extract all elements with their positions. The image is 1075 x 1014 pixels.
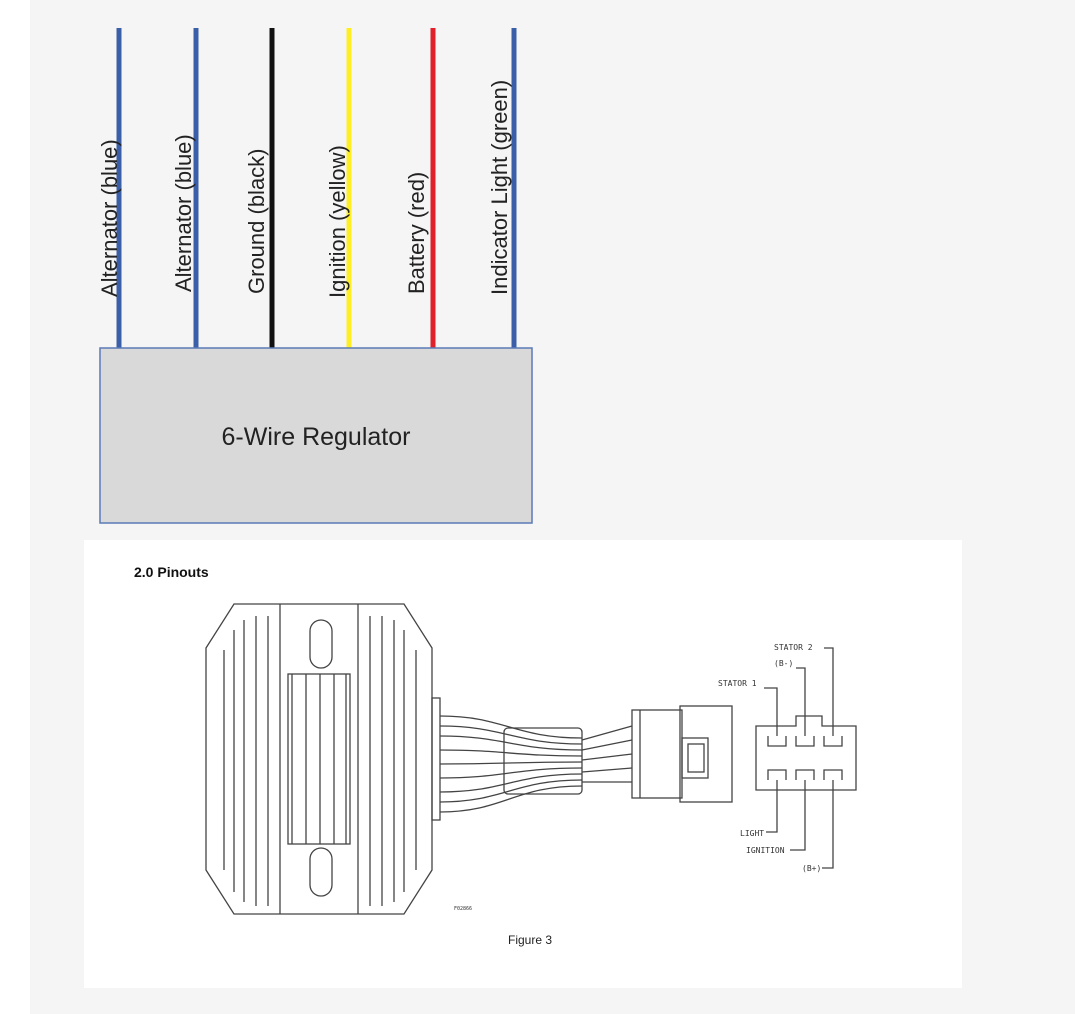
regulator-box <box>99 347 533 524</box>
b-minus-label: (B-) <box>774 659 793 668</box>
regulator-outline <box>205 603 433 915</box>
heatsink-fins <box>223 604 417 914</box>
wire-label-6: Indicator Light (green) <box>487 80 512 295</box>
wire-labels-group: Alternator (blue) Alternator (blue) Ground… <box>97 80 512 298</box>
regulator-drawing <box>205 603 441 915</box>
socket-face <box>755 647 857 869</box>
mounting-slot-top <box>309 619 333 669</box>
stator-2-label: STATOR 2 <box>774 643 813 652</box>
b-plus-label: (B+) <box>802 864 821 873</box>
cable-exit <box>431 697 441 821</box>
reference-code: F02866 <box>454 906 472 912</box>
wire-label-5: Battery (red) <box>404 172 429 294</box>
stator-1-label: STATOR 1 <box>718 679 757 688</box>
pinout-figure-svg: 2.0 Pinouts <box>134 564 857 947</box>
wire-label-1: Alternator (blue) <box>97 139 122 297</box>
wire-label-3: Ground (black) <box>244 148 269 294</box>
wiring-diagram: Alternator (blue) Alternator (blue) Ground… <box>30 0 630 530</box>
wires-group <box>116 28 517 348</box>
wire-harness <box>439 715 633 813</box>
wiring-diagram-svg: Alternator (blue) Alternator (blue) Ground… <box>97 28 533 524</box>
ignition-label: IGNITION <box>746 846 785 855</box>
wire-label-4: Ignition (yellow) <box>325 145 350 298</box>
regulator-label: 6-Wire Regulator <box>222 423 411 451</box>
plug-connector <box>631 705 733 803</box>
mounting-slot-bottom <box>309 847 333 897</box>
wire-label-2: Alternator (blue) <box>171 134 196 292</box>
pinout-title: 2.0 Pinouts <box>134 564 209 580</box>
figure-caption: Figure 3 <box>508 933 552 947</box>
light-label: LIGHT <box>740 829 764 838</box>
pinout-figure: 2.0 Pinouts <box>84 540 962 988</box>
